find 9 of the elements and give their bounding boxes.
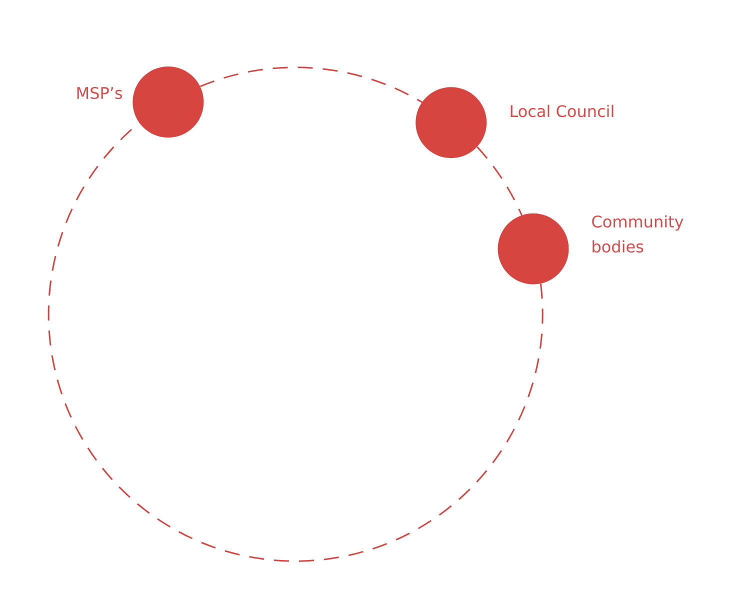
dot xyxy=(416,87,487,158)
dot xyxy=(498,213,569,284)
dashed-arc xyxy=(48,122,544,562)
node-label: Community bodies xyxy=(592,215,684,253)
dot xyxy=(132,66,204,138)
dashed-arc xyxy=(476,146,522,216)
dashed-arc xyxy=(200,66,423,104)
node-label: Local Council xyxy=(510,104,614,118)
node-label: MSP’s xyxy=(77,86,122,100)
